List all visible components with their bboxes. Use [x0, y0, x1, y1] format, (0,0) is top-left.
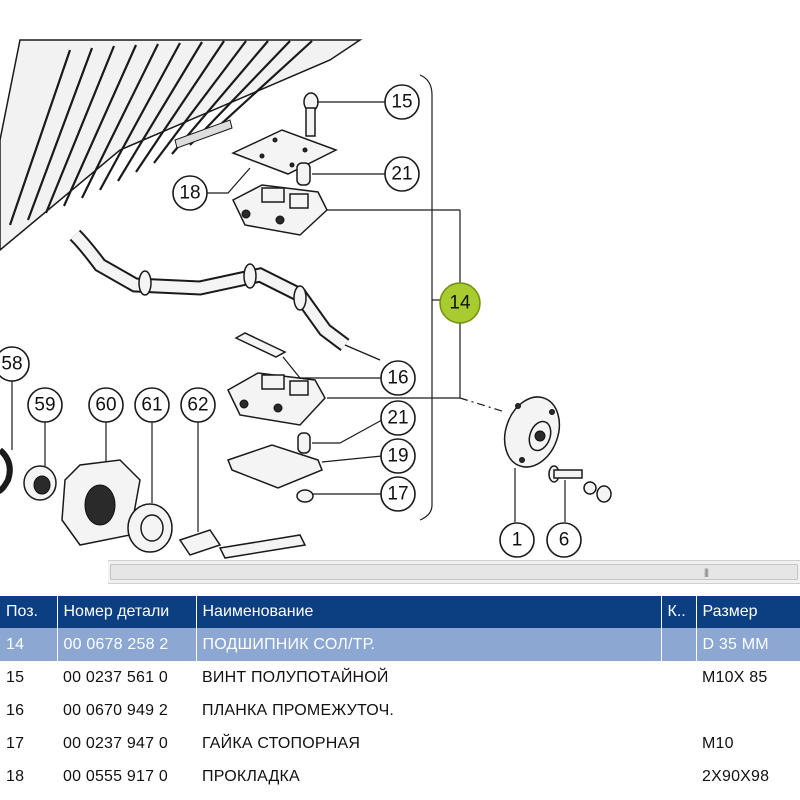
svg-text:21: 21	[391, 164, 412, 185]
cell-pos: 18	[6, 767, 25, 785]
svg-text:16: 16	[387, 368, 408, 389]
cell-part-number: 00 0678 258 2	[57, 628, 197, 661]
cell-pos: 16	[6, 701, 25, 719]
column-header-part-number[interactable]: Номер детали	[57, 596, 197, 628]
nut-17-drawing	[296, 489, 382, 503]
plank-16-drawing	[234, 332, 382, 379]
cell-size: M10	[702, 734, 734, 752]
cell-pos: 15	[6, 668, 25, 686]
cell-part-number: 00 0555 917 0	[63, 767, 168, 785]
callout-58[interactable]: 58	[0, 346, 30, 382]
scrollbar-grip-icon: |||	[704, 567, 709, 577]
column-header-name[interactable]: Наименование	[196, 596, 662, 628]
horizontal-scrollbar[interactable]	[108, 560, 800, 584]
svg-text:58: 58	[1, 354, 22, 375]
svg-text:60: 60	[95, 395, 116, 416]
pin-21-top-drawing	[296, 162, 385, 186]
cell-pos: 14	[0, 628, 58, 661]
cell-size: D 35 MM	[696, 628, 800, 661]
callout-15[interactable]: 15	[384, 84, 420, 120]
cell-name: ГАЙКА СТОПОРНАЯ	[202, 734, 361, 752]
svg-text:19: 19	[387, 446, 408, 467]
cell-qty	[661, 628, 697, 661]
table-row[interactable]: 18 00 0555 917 0 ПРОКЛАДКА 2X90X98	[0, 760, 800, 793]
scrollbar-thumb[interactable]	[110, 564, 798, 580]
cell-name: ПЛАНКА ПРОМЕЖУТОЧ.	[202, 701, 395, 719]
cell-name: ВИНТ ПОЛУПОТАЙНОЙ	[202, 668, 389, 686]
svg-text:59: 59	[34, 395, 55, 416]
cell-size: M10X 85	[702, 668, 768, 686]
callout-59[interactable]: 59	[27, 387, 63, 423]
svg-text:15: 15	[391, 92, 412, 113]
column-header-pos[interactable]: Поз.	[0, 596, 58, 628]
shaft-drawing	[69, 229, 381, 361]
table-header-row: Поз. Номер детали Наименование К.. Разме…	[0, 596, 800, 628]
callout-16[interactable]: 16	[380, 360, 416, 396]
svg-text:14: 14	[449, 293, 471, 314]
callout-21-bottom[interactable]: 21	[380, 400, 416, 436]
cell-size	[696, 694, 800, 727]
cell-pos: 17	[6, 734, 25, 752]
cell-qty	[661, 694, 696, 727]
callout-18[interactable]: 18	[172, 175, 208, 211]
group-bracket-14	[419, 74, 433, 521]
svg-text:1: 1	[512, 530, 523, 551]
callout-19[interactable]: 19	[380, 438, 416, 474]
table-row[interactable]: 16 00 0670 949 2 ПЛАНКА ПРОМЕЖУТОЧ.	[0, 694, 800, 727]
bracket-19-drawing	[227, 444, 383, 489]
plate-18-drawing	[207, 129, 338, 194]
callout-14-highlighted[interactable]: 14	[439, 282, 481, 324]
pin-21-bottom-drawing	[297, 419, 383, 454]
cell-part-number: 00 0237 561 0	[63, 668, 168, 686]
left-parts-drawing	[0, 380, 307, 559]
svg-text:6: 6	[559, 530, 570, 551]
table-row[interactable]: 17 00 0237 947 0 ГАЙКА СТОПОРНАЯ M10	[0, 727, 800, 760]
conveyor-belt-drawing	[0, 39, 363, 251]
svg-text:18: 18	[179, 183, 200, 204]
callout-61[interactable]: 61	[134, 387, 170, 423]
cell-name: ПОДШИПНИК СОЛ/ТР.	[196, 628, 662, 661]
svg-text:62: 62	[187, 395, 208, 416]
cell-size: 2X90X98	[702, 767, 770, 785]
svg-text:61: 61	[141, 395, 162, 416]
bearing-housing-top-drawing	[232, 184, 328, 236]
callout-1[interactable]: 1	[499, 522, 535, 558]
bolt-15-drawing	[303, 92, 385, 137]
parts-table: Поз. Номер детали Наименование К.. Разме…	[0, 596, 800, 793]
callout-21-top[interactable]: 21	[384, 156, 420, 192]
cell-qty	[661, 661, 696, 694]
table-row[interactable]: 15 00 0237 561 0 ВИНТ ПОЛУПОТАЙНОЙ M10X …	[0, 661, 800, 694]
table-row-selected[interactable]: 14 00 0678 258 2 ПОДШИПНИК СОЛ/ТР. D 35 …	[0, 628, 800, 661]
cell-part-number: 00 0237 947 0	[63, 734, 168, 752]
bearing-housing-bottom-drawing	[227, 372, 326, 426]
svg-text:17: 17	[387, 484, 408, 505]
bolt-6-drawing	[548, 465, 612, 522]
callout-17[interactable]: 17	[380, 476, 416, 512]
flange-bearing-1-drawing	[503, 396, 561, 522]
cell-part-number: 00 0670 949 2	[63, 701, 168, 719]
column-header-qty[interactable]: К..	[661, 596, 697, 628]
cell-qty	[661, 760, 696, 793]
svg-text:21: 21	[387, 408, 408, 429]
column-header-size[interactable]: Размер	[696, 596, 800, 628]
parts-diagram: 15 21 18 14 16 21 19 17 58 59 60 61 62 1…	[0, 39, 612, 559]
callout-62[interactable]: 62	[180, 387, 216, 423]
callout-6[interactable]: 6	[546, 522, 582, 558]
cell-qty	[661, 727, 696, 760]
cell-name: ПРОКЛАДКА	[202, 767, 300, 785]
callout-60[interactable]: 60	[88, 387, 124, 423]
